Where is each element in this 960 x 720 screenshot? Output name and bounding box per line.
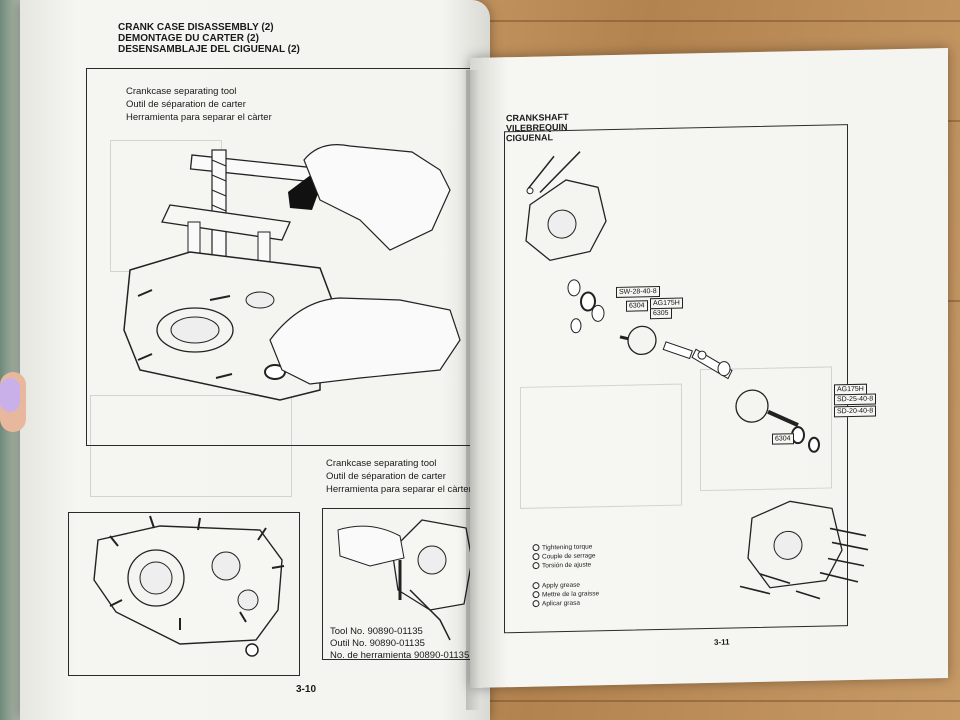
crankshaft-exploded-illustration <box>525 151 869 600</box>
tool-in-use-illustration <box>337 519 473 641</box>
fingernail <box>0 378 20 412</box>
ghost-figure <box>90 395 292 497</box>
floor-board-line <box>480 700 960 702</box>
crankcase-top-view-illustration <box>93 515 285 657</box>
legend-symbols <box>532 544 540 608</box>
tool-caption-bottom-es: Herramienta para separar el càrter <box>326 484 472 495</box>
floor-board-line <box>480 20 960 22</box>
book-gutter-shadow <box>466 70 480 710</box>
left-title-en: CRANK CASE DISASSEMBLY (2) <box>118 22 274 33</box>
left-page: CRANK CASE DISASSEMBLY (2) DEMONTAGE DU … <box>20 0 490 720</box>
tool-caption-bottom-en: Crankcase separating tool <box>326 458 437 469</box>
tool-caption-top-es: Herramienta para separar el càrter <box>126 112 272 123</box>
left-title-es: DESENSAMBLAJE DEL CIGUENAL (2) <box>118 44 300 55</box>
tool-number-en: Tool No. 90890-01135 <box>330 626 423 637</box>
tool-caption-top-en: Crankcase separating tool <box>126 86 237 97</box>
left-title-fr: DEMONTAGE DU CARTER (2) <box>118 33 259 44</box>
right-page: CRANKSHAFT VILEBREQUIN CIGUENAL <box>470 47 948 689</box>
tool-number-es: No. de herramienta 90890-01135 <box>330 650 470 661</box>
tool-number-fr: Outil No. 90890-01135 <box>330 638 425 649</box>
tool-caption-top-fr: Outil de séparation de carter <box>126 99 246 110</box>
crankcase-top-view-frame <box>68 512 300 676</box>
left-page-number: 3-10 <box>296 684 317 695</box>
tool-caption-bottom-fr: Outil de séparation de carter <box>326 471 446 482</box>
crankcase-separator-illustration <box>123 144 461 401</box>
right-page-number: 3-11 <box>714 637 730 647</box>
